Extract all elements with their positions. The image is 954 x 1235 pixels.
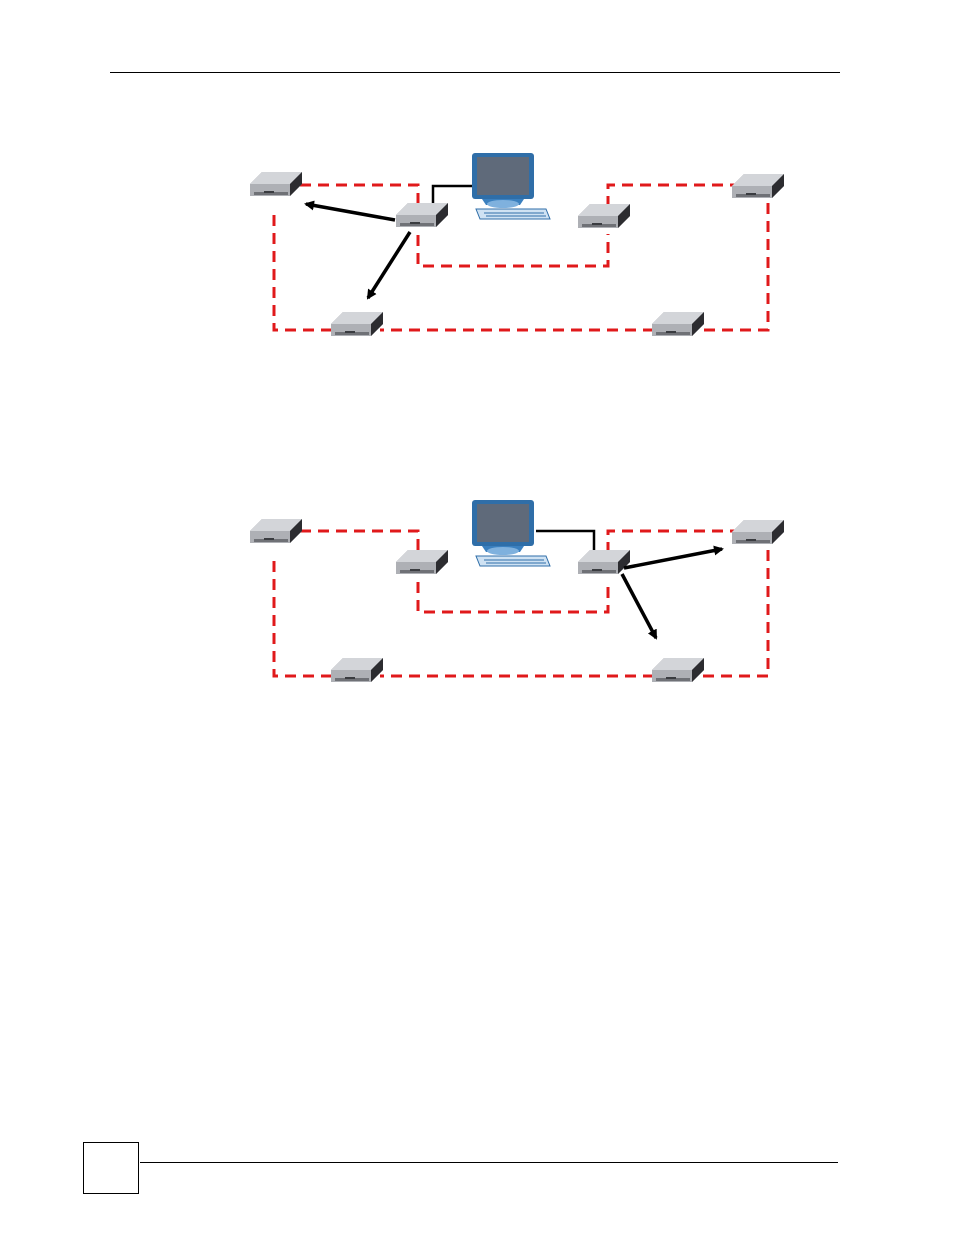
computer-icon (472, 153, 550, 219)
diagram-2 (250, 500, 784, 682)
arrow-to-bottom-right (622, 574, 656, 638)
diagram-1 (250, 153, 784, 336)
ap-top-right (732, 520, 784, 544)
page-number-box (83, 1142, 139, 1194)
footer-rule (140, 1162, 838, 1163)
wired-link (433, 186, 478, 204)
arrow-to-bottom-left (368, 232, 410, 298)
wired-link (536, 531, 594, 552)
ap-center-right (578, 550, 630, 574)
ap-bottom-left (331, 658, 383, 682)
ap-top-right (732, 174, 784, 198)
ap-center-left (396, 550, 448, 574)
computer-icon (472, 500, 550, 566)
arrow-to-top-right (624, 549, 722, 568)
ap-center-right (578, 204, 630, 228)
arrow-to-top-left (306, 204, 395, 220)
ap-bottom-left (331, 312, 383, 336)
ap-bottom-right (652, 312, 704, 336)
ap-center-left (396, 203, 448, 227)
wireless-links (274, 185, 768, 330)
ap-top-left (250, 519, 302, 543)
ap-bottom-right (652, 658, 704, 682)
ap-top-left (250, 172, 302, 196)
